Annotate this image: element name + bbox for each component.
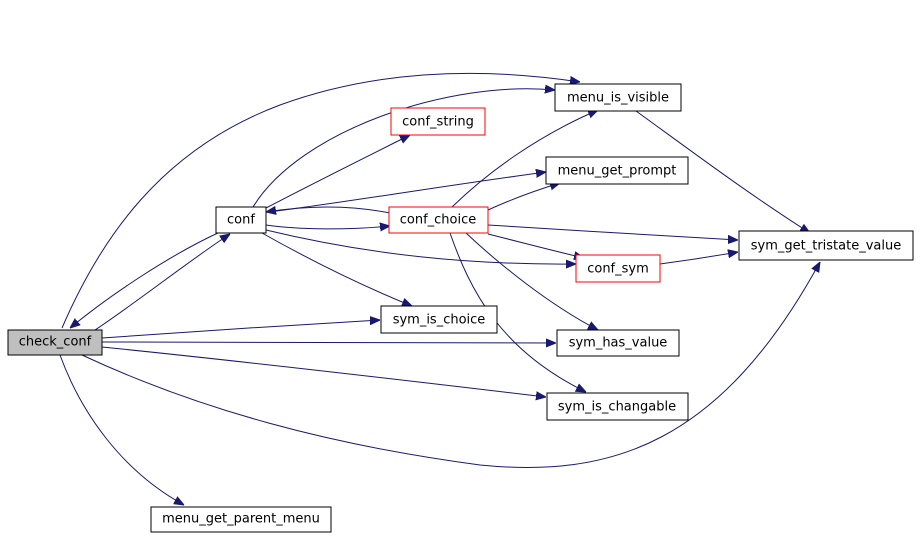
edge-check_conf-menu_is_visible <box>61 72 580 329</box>
edge-conf-check_conf <box>70 231 221 328</box>
edge-conf_choice-sym_has_value <box>465 232 598 330</box>
node-label: sym_is_changable <box>558 400 676 415</box>
edge-check_conf-menu_get_parent_menu <box>59 354 184 505</box>
node-conf_sym[interactable]: conf_sym <box>575 254 661 283</box>
node-label: conf_choice <box>400 213 477 228</box>
edge-conf-conf_string <box>265 135 410 209</box>
node-label: menu_is_visible <box>567 91 669 106</box>
node-sym_is_choice[interactable]: sym_is_choice <box>380 305 498 334</box>
node-conf_choice[interactable]: conf_choice <box>388 206 489 234</box>
edges <box>59 72 820 505</box>
node-label: conf <box>227 213 255 228</box>
node-label: menu_get_parent_menu <box>162 512 320 527</box>
edge-conf-sym_is_choice <box>261 232 412 306</box>
node-label: sym_has_value <box>569 336 668 351</box>
edge-check_conf-sym_is_choice <box>101 320 380 339</box>
node-sym_has_value[interactable]: sym_has_value <box>556 329 680 357</box>
edge-conf_sym-sym_get_tristate_value <box>659 252 738 265</box>
node-label: sym_is_choice <box>393 313 486 328</box>
edge-conf_choice-conf_sym <box>487 233 584 258</box>
node-label: sym_get_tristate_value <box>751 239 901 254</box>
edge-conf_choice-conf <box>266 207 391 213</box>
node-menu_get_parent_menu[interactable]: menu_get_parent_menu <box>150 506 332 533</box>
node-menu_is_visible[interactable]: menu_is_visible <box>554 83 682 112</box>
node-conf_string[interactable]: conf_string <box>390 107 486 136</box>
node-sym_get_tristate_value[interactable]: sym_get_tristate_value <box>738 230 914 261</box>
edge-conf_choice-menu_is_visible <box>451 110 598 208</box>
node-check_conf[interactable]: check_conf <box>7 329 103 356</box>
node-sym_is_changable[interactable]: sym_is_changable <box>546 392 689 421</box>
node-label: menu_get_prompt <box>558 164 677 179</box>
node-menu_get_prompt[interactable]: menu_get_prompt <box>545 156 689 185</box>
edge-check_conf-sym_is_changable <box>101 346 546 397</box>
edge-conf-conf_choice <box>265 225 390 229</box>
node-label: conf_sym <box>587 262 649 277</box>
edge-check_conf-sym_has_value <box>101 342 556 343</box>
edge-conf_choice-sym_get_tristate_value <box>487 224 738 240</box>
node-label: conf_string <box>402 115 474 130</box>
edge-check_conf-sym_get_tristate_value <box>81 262 820 468</box>
nodes: check_conf conf conf_string conf_choice … <box>7 83 914 533</box>
edge-menu_is_visible-sym_get_tristate_value <box>635 110 810 233</box>
edge-conf-conf_sym <box>265 229 576 264</box>
edge-check_conf-conf <box>94 234 230 331</box>
node-label: check_conf <box>19 335 92 350</box>
edge-conf_choice-menu_get_prompt <box>487 183 560 211</box>
edge-conf-menu_get_prompt <box>269 172 546 213</box>
node-conf[interactable]: conf <box>215 206 267 234</box>
edge-conf-menu_is_visible <box>252 89 555 208</box>
